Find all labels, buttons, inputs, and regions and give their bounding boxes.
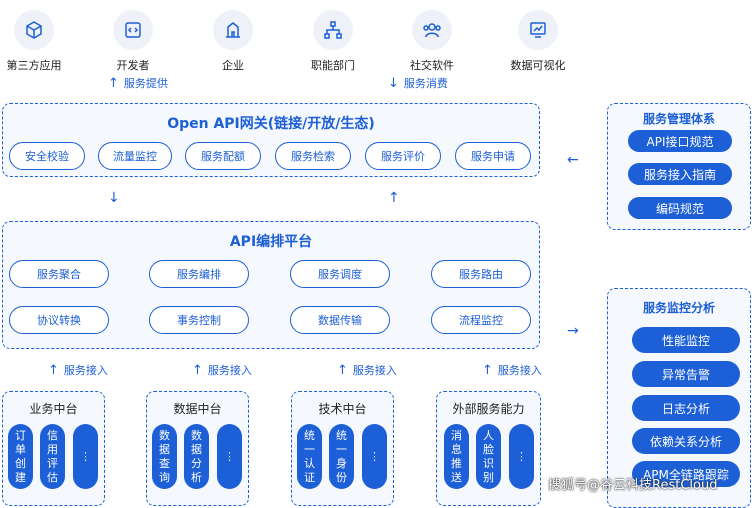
gateway-item: 服务配额 xyxy=(185,142,261,170)
arrow-up-icon: ↑ xyxy=(108,76,119,91)
consumer-visualization: 数据可视化 xyxy=(503,10,573,73)
platform-item: 人脸识别 xyxy=(476,424,501,489)
chart-screen-icon xyxy=(530,22,546,38)
orchestration-box: API编排平台 服务聚合 服务编排 服务调度 服务路由 协议转换 事务控制 数据… xyxy=(2,221,540,349)
monitoring-item: 依赖关系分析 xyxy=(632,428,740,454)
building-icon xyxy=(226,22,240,38)
platform-box: 外部服务能力 消息推送 人脸识别 ⋮ xyxy=(436,391,541,506)
consumer-label: 职能部门 xyxy=(311,59,355,72)
org-chart-icon xyxy=(324,21,342,39)
orchestration-item: 服务编排 xyxy=(149,260,249,288)
monitoring-box: 服务监控分析 性能监控 异常告警 日志分析 依赖关系分析 APM全链路跟踪 xyxy=(607,288,751,508)
management-item: 编码规范 xyxy=(628,197,732,219)
consumer-department: 职能部门 xyxy=(298,10,368,73)
monitoring-item: APM全链路跟踪 xyxy=(632,461,740,487)
platform-item: ⋮ xyxy=(73,424,98,489)
users-icon xyxy=(423,23,441,38)
orchestration-item: 协议转换 xyxy=(9,306,109,334)
orchestration-item: 事务控制 xyxy=(149,306,249,334)
management-box: 服务管理体系 API接口规范 服务接入指南 编码规范 xyxy=(607,103,751,230)
flow-provide: ↑服务提供 xyxy=(108,76,168,91)
platform-item: 统一身份 xyxy=(329,424,354,489)
orchestration-item: 服务聚合 xyxy=(9,260,109,288)
consumer-label: 第三方应用 xyxy=(6,59,62,72)
consumer-label: 社交软件 xyxy=(410,59,454,72)
arrow-up-icon: ↑ xyxy=(48,363,59,378)
arrow-up-icon: ↑ xyxy=(388,190,400,206)
platform-item: 数据分析 xyxy=(184,424,209,489)
consumer-enterprise: 企业 xyxy=(198,10,268,73)
platform-item: 信用评估 xyxy=(40,424,65,489)
orchestration-item: 服务调度 xyxy=(290,260,390,288)
arrow-right-icon: → xyxy=(567,323,579,339)
flow-access: ↑服务接入 xyxy=(337,363,397,378)
flow-access: ↑服务接入 xyxy=(482,363,542,378)
arrow-down-icon: ↓ xyxy=(388,76,399,91)
gateway-item: 服务评价 xyxy=(365,142,441,170)
platform-title: 技术中台 xyxy=(318,402,367,416)
orchestration-title: API编排平台 xyxy=(229,234,313,250)
gateway-item: 安全校验 xyxy=(9,142,85,170)
gateway-box: Open API网关(链接/开放/生态) 安全校验 流量监控 服务配额 服务检索… xyxy=(2,103,540,177)
consumer-developer: 开发者 xyxy=(98,10,168,73)
orchestration-item: 流程监控 xyxy=(431,306,531,334)
gateway-item: 服务申请 xyxy=(455,142,531,170)
flow-access: ↑服务接入 xyxy=(48,363,108,378)
platform-item: ⋮ xyxy=(509,424,534,489)
management-item: 服务接入指南 xyxy=(628,163,732,185)
gateway-item: 流量监控 xyxy=(98,142,172,170)
arrow-left-icon: ← xyxy=(567,152,579,168)
cube-icon xyxy=(26,21,42,39)
platform-item: 消息推送 xyxy=(444,424,469,489)
watermark: 搜狐号@谷云科技RestCloud xyxy=(548,478,718,493)
arrow-down-icon: ↓ xyxy=(108,190,120,206)
platform-title: 外部服务能力 xyxy=(452,402,525,416)
arrow-up-icon: ↑ xyxy=(192,363,203,378)
arrow-up-icon: ↑ xyxy=(482,363,493,378)
flow-access: ↑服务接入 xyxy=(192,363,252,378)
consumer-social: 社交软件 xyxy=(397,10,467,73)
gateway-title: Open API网关(链接/开放/生态) xyxy=(167,116,375,132)
orchestration-item: 服务路由 xyxy=(431,260,531,288)
monitoring-title: 服务监控分析 xyxy=(642,301,715,315)
platform-item: 统一认证 xyxy=(297,424,322,489)
platform-item: ⋮ xyxy=(362,424,387,489)
platform-box: 数据中台 数据查询 数据分析 ⋮ xyxy=(146,391,249,506)
gateway-item: 服务检索 xyxy=(275,142,351,170)
platform-title: 业务中台 xyxy=(29,402,78,416)
management-item: API接口规范 xyxy=(628,130,732,152)
management-title: 服务管理体系 xyxy=(642,112,715,126)
consumer-label: 企业 xyxy=(222,59,244,72)
platform-title: 数据中台 xyxy=(173,402,222,416)
code-window-icon xyxy=(125,22,141,38)
platform-box: 业务中台 订单创建 信用评估 ⋮ xyxy=(2,391,105,506)
monitoring-item: 异常告警 xyxy=(632,361,740,387)
orchestration-item: 数据传输 xyxy=(290,306,390,334)
flow-consume: ↓服务消费 xyxy=(388,76,448,91)
platform-item: ⋮ xyxy=(217,424,242,489)
platform-item: 数据查询 xyxy=(152,424,177,489)
consumer-third-party-app: 第三方应用 xyxy=(0,10,69,73)
monitoring-item: 日志分析 xyxy=(632,395,740,421)
platform-item: 订单创建 xyxy=(8,424,33,489)
platform-box: 技术中台 统一认证 统一身份 ⋮ xyxy=(291,391,394,506)
consumer-label: 开发者 xyxy=(116,59,150,72)
arrow-up-icon: ↑ xyxy=(337,363,348,378)
monitoring-item: 性能监控 xyxy=(632,327,740,353)
consumer-label: 数据可视化 xyxy=(510,59,566,72)
